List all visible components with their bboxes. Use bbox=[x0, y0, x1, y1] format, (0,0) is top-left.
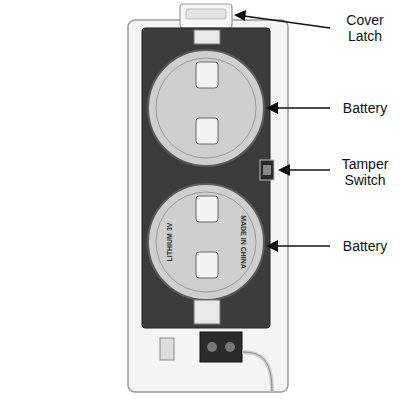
battery-clip bbox=[194, 30, 220, 44]
leader-line bbox=[288, 169, 330, 171]
battery-clip bbox=[196, 196, 218, 222]
leader-line bbox=[276, 245, 330, 247]
arrowhead bbox=[234, 10, 246, 21]
arrowhead bbox=[266, 102, 278, 114]
battery-print: MADE IN CHINA bbox=[239, 215, 247, 269]
wire bbox=[242, 352, 272, 392]
pcb-contact bbox=[160, 338, 174, 360]
battery-rim bbox=[156, 58, 256, 158]
callout-label: Battery bbox=[334, 100, 396, 116]
battery-clip bbox=[196, 118, 218, 144]
callout-label: Battery bbox=[334, 238, 396, 254]
callout-label: Cover Latch bbox=[334, 12, 396, 44]
battery-clip bbox=[194, 300, 220, 324]
tamper-switch-actuator bbox=[263, 165, 271, 175]
battery-clip bbox=[196, 252, 218, 278]
terminal-screw bbox=[225, 342, 235, 352]
battery-rim bbox=[156, 192, 256, 292]
leader-line bbox=[276, 107, 330, 109]
latch-detail bbox=[186, 9, 226, 19]
tamper-switch bbox=[260, 160, 274, 180]
leader-line bbox=[244, 16, 330, 28]
battery-clip bbox=[196, 62, 218, 88]
wire-edge bbox=[242, 352, 272, 392]
arrowhead bbox=[266, 240, 278, 252]
battery-print: LITHIUM 3V bbox=[166, 223, 174, 262]
arrowhead bbox=[278, 164, 290, 176]
coin-battery bbox=[148, 50, 264, 166]
circuit-board bbox=[142, 28, 270, 328]
terminal-block bbox=[200, 332, 242, 362]
housing bbox=[128, 20, 288, 392]
cover-latch bbox=[180, 4, 232, 28]
callout-label: Tamper Switch bbox=[334, 156, 396, 188]
coin-battery bbox=[148, 184, 264, 300]
terminal-screw bbox=[207, 342, 217, 352]
